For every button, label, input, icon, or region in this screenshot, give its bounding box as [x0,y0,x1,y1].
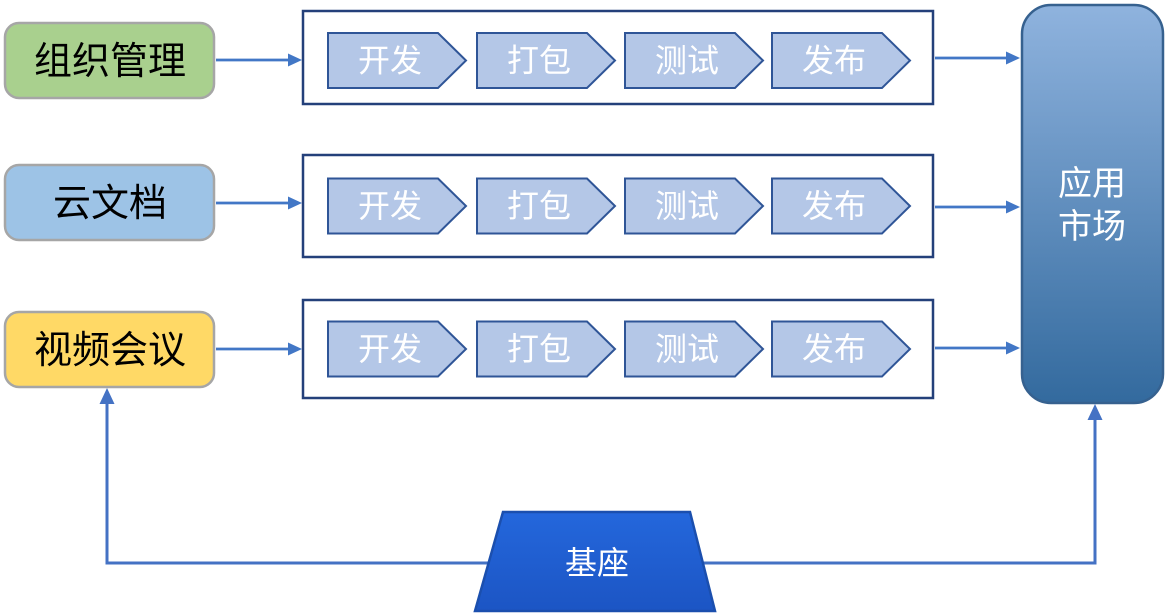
row3-step-package-shape [476,320,617,378]
arrow-head [1006,200,1020,214]
arrow-pipeline2-to-market [935,200,1020,214]
row3-step-test-shape [624,320,765,378]
arrow-head [1006,51,1020,65]
app-market-label-line2: 市场 [1058,207,1126,247]
row3-step-release-label: 发布 [802,330,866,368]
arrow-head [288,196,302,210]
row1-step-release-shape [771,32,912,89]
arrow-pipeline1-to-market [935,51,1020,65]
source-box-video-meeting-shape [3,310,216,389]
arrow-head [288,342,302,356]
row1-step-test-shape [624,32,765,89]
row1-step-develop-shape [327,32,468,89]
row3-step-test-label: 测试 [655,330,719,368]
base-platform-shape [473,510,717,613]
arrow-videomeeting-to-pipeline3 [216,342,302,356]
row2-step-release-label: 发布 [802,187,866,225]
base-platform: 基座 [473,510,717,613]
arrow-clouddocs-to-pipeline2 [216,196,302,210]
row3-step-develop-label: 开发 [358,330,422,368]
row3-step-develop-shape [327,320,468,378]
source-box-cloud-docs-shape [3,163,216,242]
source-box-cloud-docs: 云文档 [3,163,216,242]
feedback-arrowhead-to-video-meeting [99,388,115,404]
pipeline-row-2: 开发 打包 测试 发布 [301,153,935,259]
app-market-shape [1020,3,1165,405]
source-box-video-meeting: 视频会议 [3,310,216,389]
pipeline-row-3: 开发 打包 测试 发布 [301,298,935,400]
row2-step-package-label: 打包 [507,187,571,225]
row1-step-package-label: 打包 [507,42,571,80]
pipeline-container-1 [301,9,935,106]
feedback-arrowhead-to-market [1087,404,1103,420]
arrow-pipeline3-to-market [935,341,1020,355]
arrow-org-to-pipeline1 [216,53,302,67]
row2-step-test-shape [624,177,765,235]
row2-step-package-shape [476,177,617,235]
source-box-video-meeting-label: 视频会议 [34,328,186,372]
base-platform-label: 基座 [565,544,629,582]
pipeline-container-2 [301,153,935,259]
row2-step-develop-shape [327,177,468,235]
pipeline-row-1: 开发 打包 测试 发布 [301,9,935,106]
pipeline-container-3 [301,298,935,400]
app-market-label-line1: 应用 [1058,164,1126,204]
source-box-cloud-docs-label: 云文档 [53,181,167,225]
app-market-box: 应用 市场 [1020,3,1165,405]
arrow-head [288,53,302,67]
row1-step-package-shape [476,32,617,89]
source-box-org-management-label: 组织管理 [34,39,186,83]
row3-step-package-label: 打包 [507,330,571,368]
row1-step-develop-label: 开发 [358,42,422,80]
row3-step-release-shape [771,320,912,378]
arrow-head [1006,341,1020,355]
row1-step-release-label: 发布 [802,42,866,80]
source-box-org-management: 组织管理 [3,21,216,100]
row2-step-release-shape [771,177,912,235]
row1-step-test-label: 测试 [655,42,719,80]
source-box-org-management-shape [3,21,216,100]
row2-step-develop-label: 开发 [358,187,422,225]
row2-step-test-label: 测试 [655,187,719,225]
